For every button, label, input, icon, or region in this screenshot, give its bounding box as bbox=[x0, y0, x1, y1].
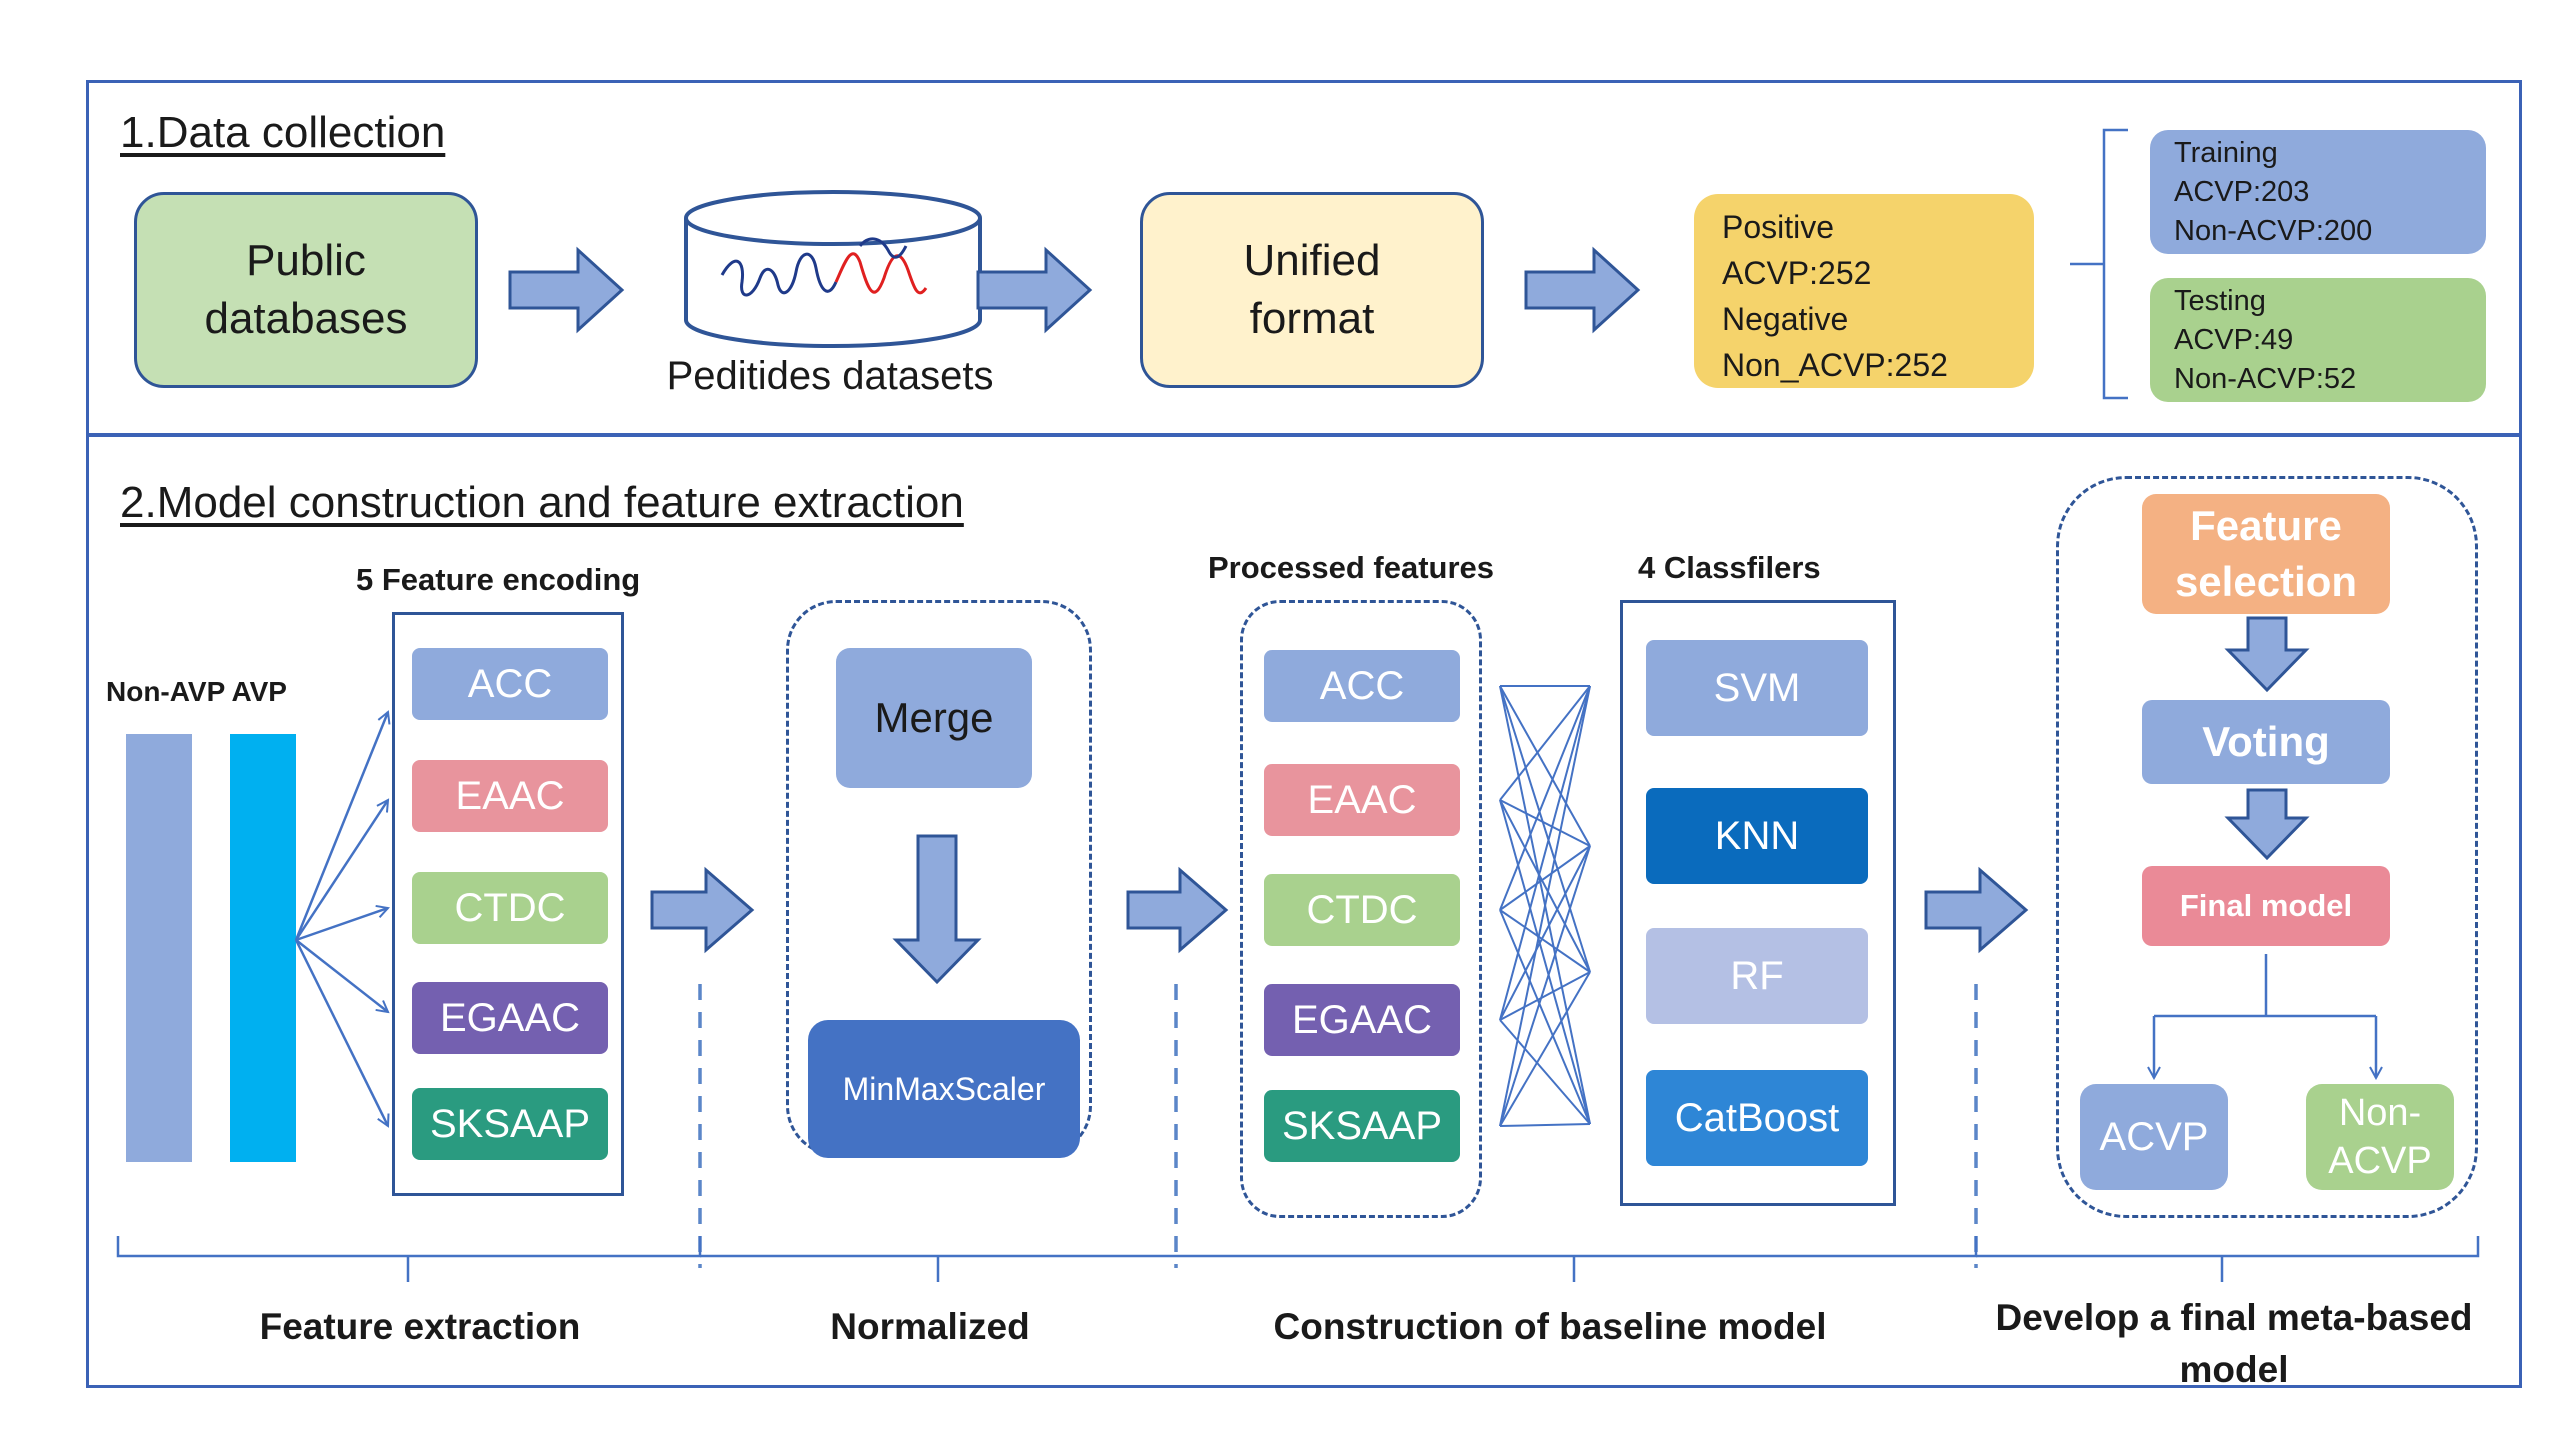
stage-feature-extraction: Feature extraction bbox=[259, 1306, 581, 1347]
voting-box: Voting bbox=[2142, 700, 2390, 784]
encoding-ctdc: CTDC bbox=[412, 872, 608, 944]
non-avp-bar bbox=[126, 734, 192, 1162]
unified-format-box: Unified format bbox=[1140, 192, 1484, 388]
stage-baseline-model: Construction of baseline model bbox=[1273, 1306, 1827, 1347]
feature-encoding-title: 5 Feature encoding bbox=[356, 562, 641, 597]
public-databases-line2: databases bbox=[204, 294, 408, 343]
peptides-datasets-label: Peditides datasets bbox=[666, 354, 994, 398]
dataset-counts-box: Positive ACVP:252 Negative Non_ACVP:252 bbox=[1694, 194, 2034, 388]
encoding-egaac: EGAAC bbox=[412, 982, 608, 1054]
processed-eaac: EAAC bbox=[1264, 764, 1460, 836]
meta-model-frame bbox=[2056, 476, 2478, 1218]
feature-selection-line1: Feature bbox=[2190, 502, 2342, 549]
stage-final-meta-model: Develop a final meta-based model bbox=[1995, 1297, 2473, 1390]
processed-ctdc: CTDC bbox=[1264, 874, 1460, 946]
testing-set-box: Testing ACVP:49 Non-ACVP:52 bbox=[2150, 278, 2486, 402]
model-construction-panel bbox=[86, 434, 2522, 1388]
positive-label: Positive bbox=[1722, 209, 1835, 245]
avp-bar bbox=[230, 734, 296, 1162]
training-set-box: Training ACVP:203 Non-ACVP:200 bbox=[2150, 130, 2486, 254]
testing-non-acvp: Non-ACVP:52 bbox=[2174, 363, 2357, 395]
feature-selection-box: Feature selection bbox=[2142, 494, 2390, 614]
testing-label: Testing bbox=[2174, 285, 2266, 317]
processed-acc: ACC bbox=[1264, 650, 1460, 722]
processed-egaac: EGAAC bbox=[1264, 984, 1460, 1056]
training-label: Training bbox=[2174, 137, 2278, 169]
classifier-rf: RF bbox=[1646, 928, 1868, 1024]
encoding-eaac: EAAC bbox=[412, 760, 608, 832]
outcome-non-acvp-box: Non- ACVP bbox=[2306, 1084, 2454, 1190]
classifier-knn: KNN bbox=[1646, 788, 1868, 884]
section-title-data-collection: 1.Data collection bbox=[120, 108, 446, 157]
negative-count: Non_ACVP:252 bbox=[1722, 347, 1948, 383]
feature-selection-line2: selection bbox=[2174, 558, 2358, 605]
negative-label: Negative bbox=[1722, 301, 1849, 337]
classifier-catboost: CatBoost bbox=[1646, 1070, 1868, 1166]
positive-count: ACVP:252 bbox=[1722, 255, 1872, 291]
classifiers-title: 4 Classfilers bbox=[1638, 550, 1821, 585]
outcome-non-acvp-line2: ACVP bbox=[2328, 1140, 2432, 1182]
merge-box: Merge bbox=[836, 648, 1032, 788]
unified-format-line1: Unified bbox=[1243, 236, 1381, 285]
testing-acvp: ACVP:49 bbox=[2174, 324, 2294, 356]
processed-features-title: Processed features bbox=[1208, 550, 1495, 585]
public-databases-box: Public databases bbox=[134, 192, 478, 388]
bars-label: Non-AVP AVP bbox=[106, 676, 287, 707]
outcome-acvp-box: ACVP bbox=[2080, 1084, 2228, 1190]
unified-format-line2: format bbox=[1249, 294, 1375, 343]
stage-normalized: Normalized bbox=[830, 1306, 1030, 1347]
processed-sksaap: SKSAAP bbox=[1264, 1090, 1460, 1162]
training-acvp: ACVP:203 bbox=[2174, 176, 2310, 208]
public-databases-line1: Public bbox=[246, 236, 366, 285]
processed-features-frame bbox=[1240, 600, 1482, 1218]
encoding-sksaap: SKSAAP bbox=[412, 1088, 608, 1160]
minmaxscaler-box: MinMaxScaler bbox=[808, 1020, 1080, 1158]
encoding-acc: ACC bbox=[412, 648, 608, 720]
final-model-box: Final model bbox=[2142, 866, 2390, 946]
feature-encoding-frame bbox=[392, 612, 624, 1196]
classifier-svm: SVM bbox=[1646, 640, 1868, 736]
training-non-acvp: Non-ACVP:200 bbox=[2174, 215, 2373, 247]
classifiers-frame bbox=[1620, 600, 1896, 1206]
outcome-non-acvp-line1: Non- bbox=[2338, 1092, 2422, 1134]
section-title-model-construction: 2.Model construction and feature extract… bbox=[120, 478, 964, 527]
